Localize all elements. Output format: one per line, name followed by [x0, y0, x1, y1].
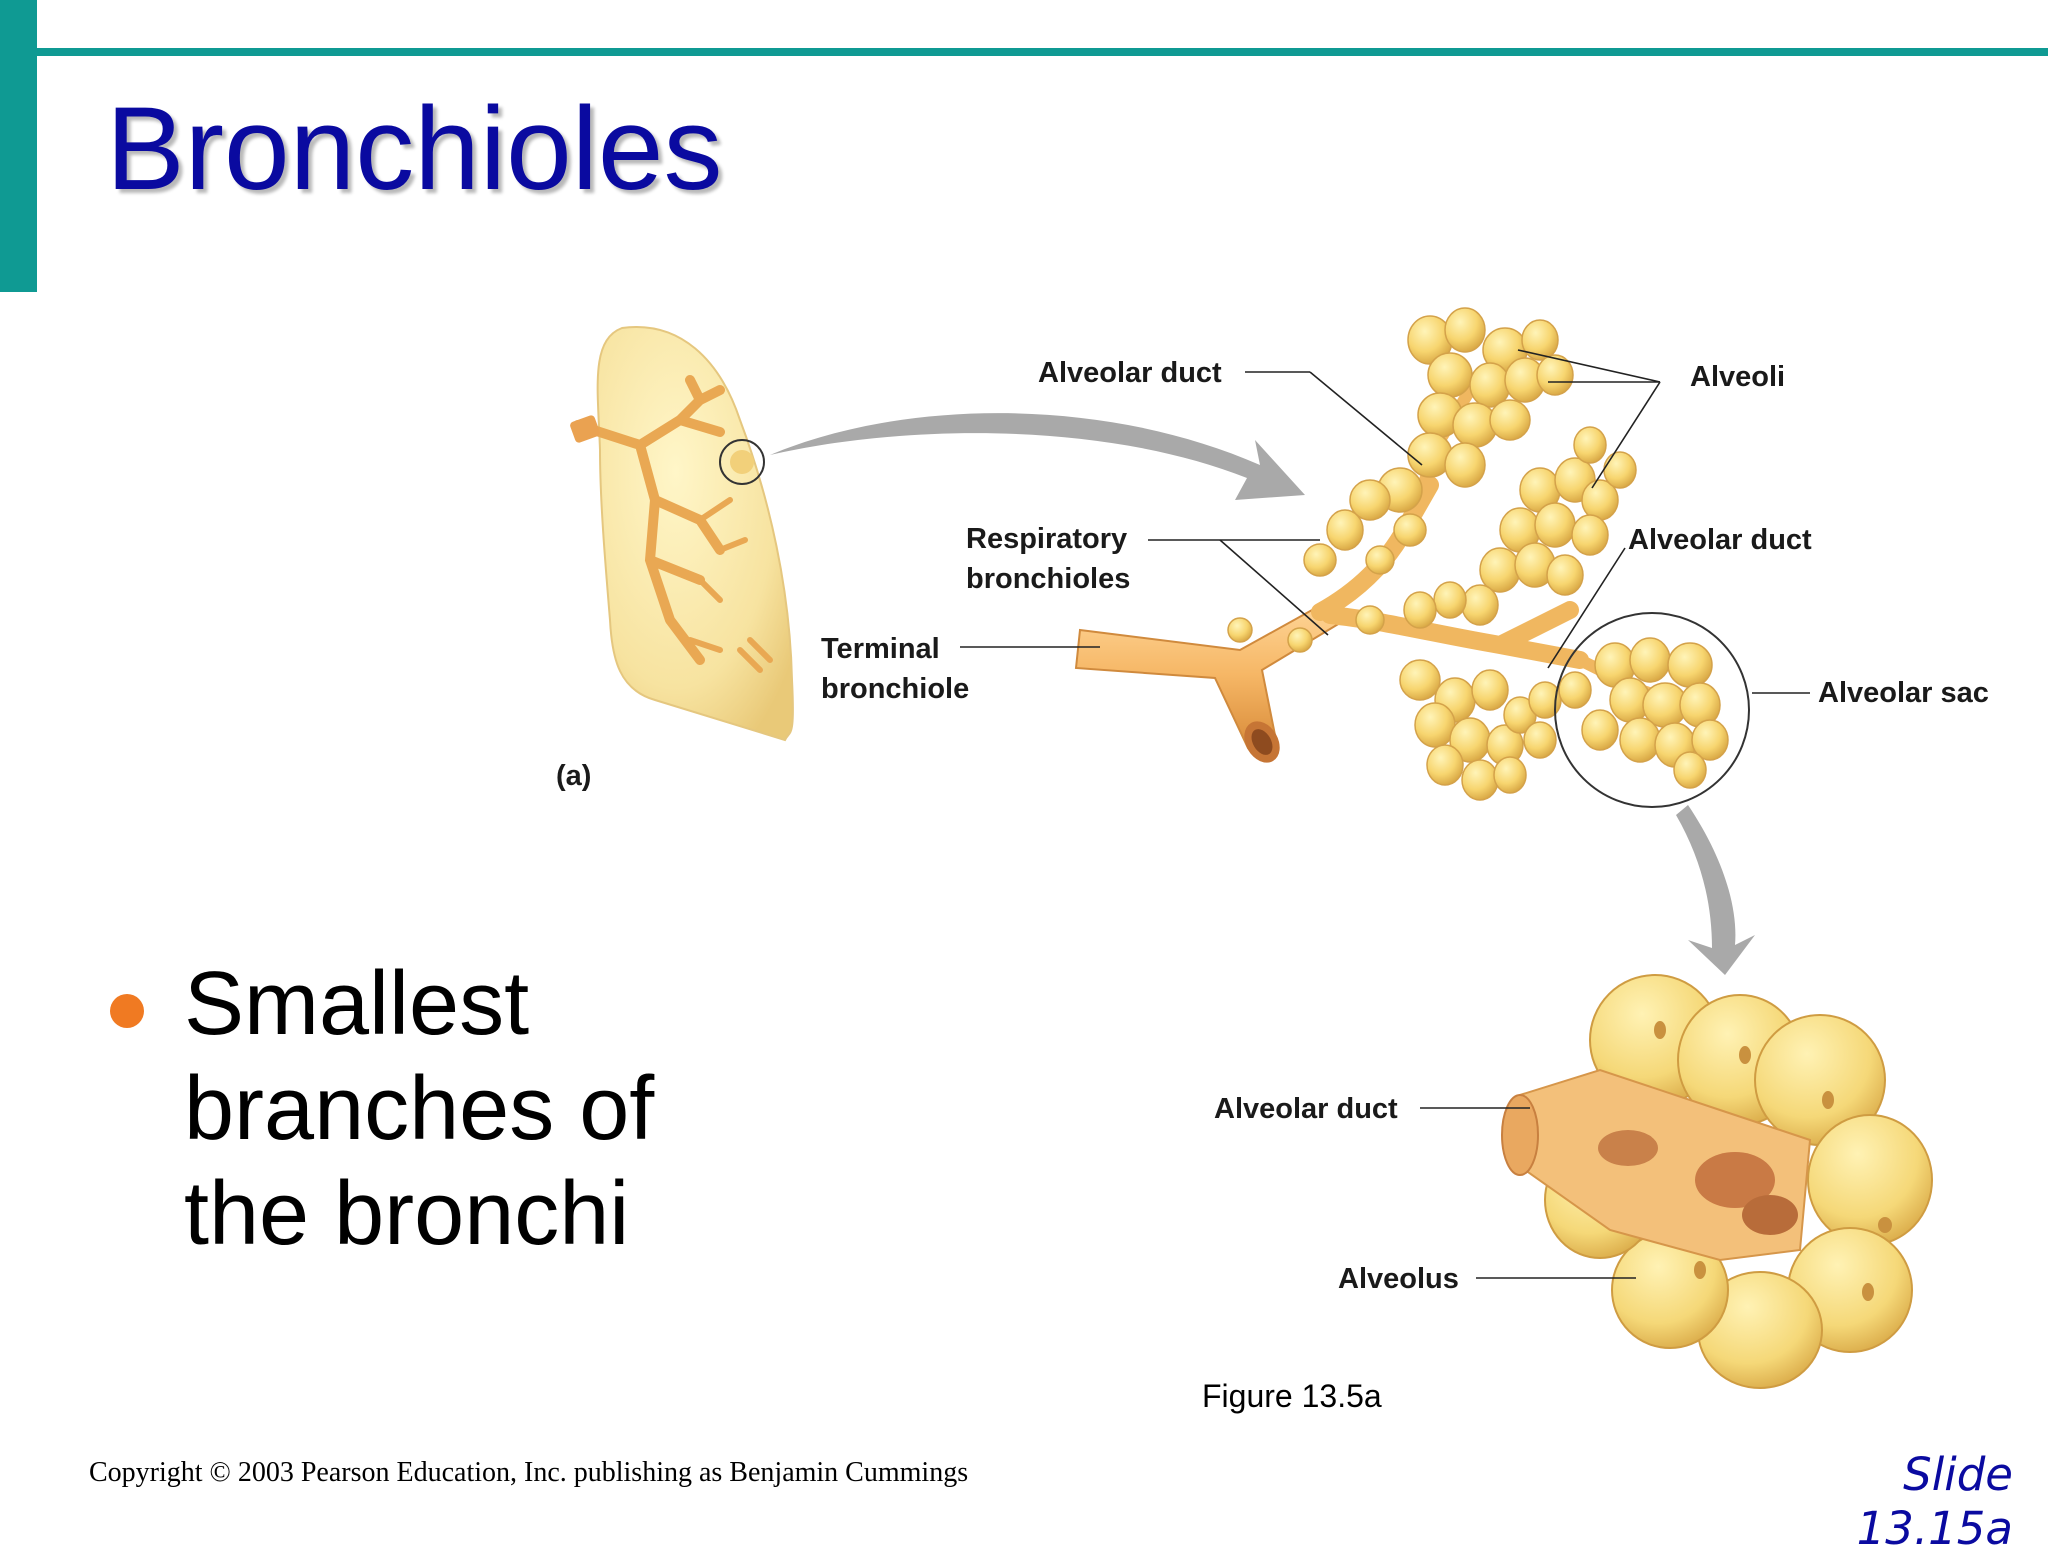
magnified-alveolar-sac — [1501, 974, 1933, 1389]
label-terminal-bronchiole-line2: bronchiole — [821, 673, 969, 705]
figure-caption: Figure 13.5a — [1202, 1378, 1382, 1414]
alveoli-clusters — [1227, 307, 1729, 801]
label-alveolus: Alveolus — [1338, 1263, 1459, 1295]
slide-number: Slide 13.15a — [1856, 1448, 2013, 1555]
bullet-dot-icon — [110, 994, 144, 1028]
label-terminal-bronchiole-line1: Terminal — [821, 633, 940, 665]
lung-lobe-illustration — [570, 326, 794, 742]
accent-bar-vertical — [0, 0, 37, 292]
label-alveolar-duct-top: Alveolar duct — [1038, 357, 1222, 389]
panel-label-a: (a) — [556, 760, 591, 792]
accent-rule-horizontal — [37, 48, 2048, 56]
label-alveoli: Alveoli — [1690, 361, 1785, 393]
label-respiratory-bronchioles-line2: bronchioles — [966, 563, 1130, 595]
zoom-arrow-upper — [770, 413, 1305, 500]
copyright-notice: Copyright © 2003 Pearson Education, Inc.… — [89, 1457, 969, 1488]
zoom-arrow-lower — [1676, 805, 1755, 975]
label-alveolar-duct-bottom: Alveolar duct — [1214, 1093, 1398, 1125]
label-alveolar-duct-mid: Alveolar duct — [1628, 524, 1812, 556]
leader-lines — [960, 349, 1810, 1279]
label-respiratory-bronchioles-line1: Respiratory — [966, 523, 1127, 555]
bullet-text: Smallest branches of the bronchi — [184, 954, 655, 1264]
alveolar-sac-highlight-circle — [1554, 612, 1750, 808]
slide-title: Bronchioles — [106, 83, 723, 215]
label-alveolar-sac: Alveolar sac — [1818, 677, 1989, 709]
